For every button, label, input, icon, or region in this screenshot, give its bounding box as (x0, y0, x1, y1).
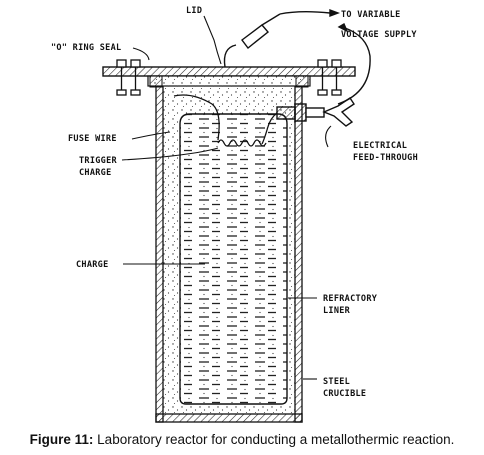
label-refractory: REFRACTORY (323, 294, 378, 304)
label-steel: STEEL (323, 377, 350, 387)
label-liner: LINER (323, 306, 351, 316)
fuse-wire (173, 94, 278, 147)
lid (102, 66, 356, 88)
label-electrical: ELECTRICAL (353, 141, 407, 151)
label-trigger-charge: CHARGE (79, 168, 112, 178)
leader-lines (121, 15, 332, 380)
label-charge: CHARGE (76, 260, 109, 270)
refractory-liner (163, 86, 295, 414)
label-voltage-supply: VOLTAGE SUPPLY (341, 30, 417, 40)
label-o-ring-seal: "O" RING SEAL (51, 43, 121, 53)
liner-inner-wall (179, 113, 288, 405)
label-lid: LID (186, 6, 202, 16)
label-trigger: TRIGGER (79, 156, 118, 166)
label-feed-through: FEED-THROUGH (353, 153, 418, 163)
label-crucible: CRUCIBLE (323, 389, 366, 399)
label-fuse-wire: FUSE WIRE (68, 134, 117, 144)
figure-caption: Figure 11: Laboratory reactor for conduc… (0, 432, 484, 447)
electrical-feed-through (276, 22, 371, 127)
lid-bolts (116, 59, 342, 96)
label-to-variable: TO VARIABLE (341, 10, 401, 20)
caption-prefix: Figure 11: (29, 432, 94, 447)
top-connector (223, 8, 340, 68)
caption-text: Laboratory reactor for conducting a meta… (93, 432, 455, 447)
